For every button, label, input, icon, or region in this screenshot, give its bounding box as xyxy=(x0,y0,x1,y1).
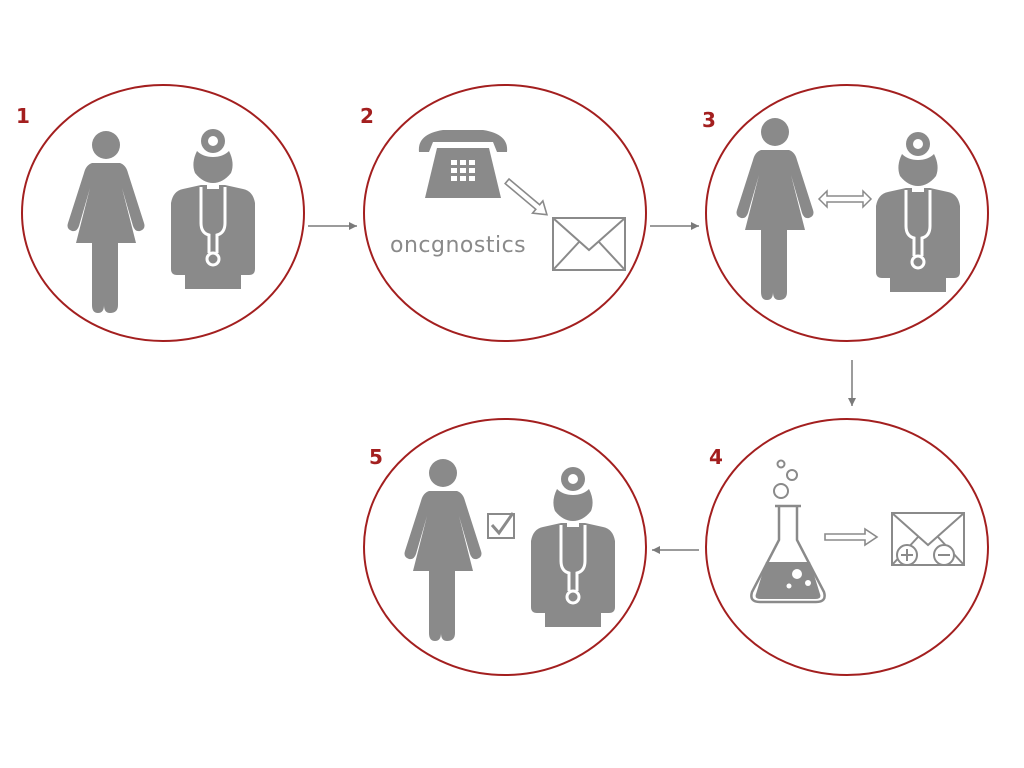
connector-arrow xyxy=(650,222,699,230)
step-number: 5 xyxy=(369,445,383,469)
step-circle-4 xyxy=(705,418,989,676)
step-circle-1 xyxy=(21,84,305,342)
step-1: 1 xyxy=(16,104,257,313)
doctor-icon xyxy=(169,127,257,291)
step-3: 3 xyxy=(702,108,962,300)
connector-arrow xyxy=(848,360,856,406)
checkbox-icon xyxy=(487,512,515,539)
envelope-icon xyxy=(552,217,626,271)
envelope-plus-minus-icon xyxy=(891,512,965,566)
arrow-icon xyxy=(824,528,878,546)
woman-icon xyxy=(736,118,814,300)
woman-icon xyxy=(67,131,145,313)
step-2: 2 oncgnostics xyxy=(360,104,626,271)
brand-name: oncgnostics xyxy=(390,233,526,258)
step-circle-2 xyxy=(363,84,647,342)
step-number: 4 xyxy=(709,445,723,469)
step-number: 1 xyxy=(16,104,30,128)
telephone-icon xyxy=(418,130,508,198)
doctor-icon xyxy=(874,130,962,294)
step-circle-3 xyxy=(705,84,989,342)
step-5: 5 xyxy=(369,445,617,641)
connector-arrow xyxy=(652,546,699,554)
doctor-icon xyxy=(529,465,617,629)
woman-icon xyxy=(404,459,482,641)
flask-icon xyxy=(750,459,826,604)
step-number: 3 xyxy=(702,108,716,132)
connector-arrow xyxy=(308,222,357,230)
arrow-icon xyxy=(501,174,553,222)
double-arrow-icon xyxy=(817,189,873,209)
step-number: 2 xyxy=(360,104,374,128)
step-4: 4 xyxy=(709,445,965,604)
step-circle-5 xyxy=(363,418,647,676)
